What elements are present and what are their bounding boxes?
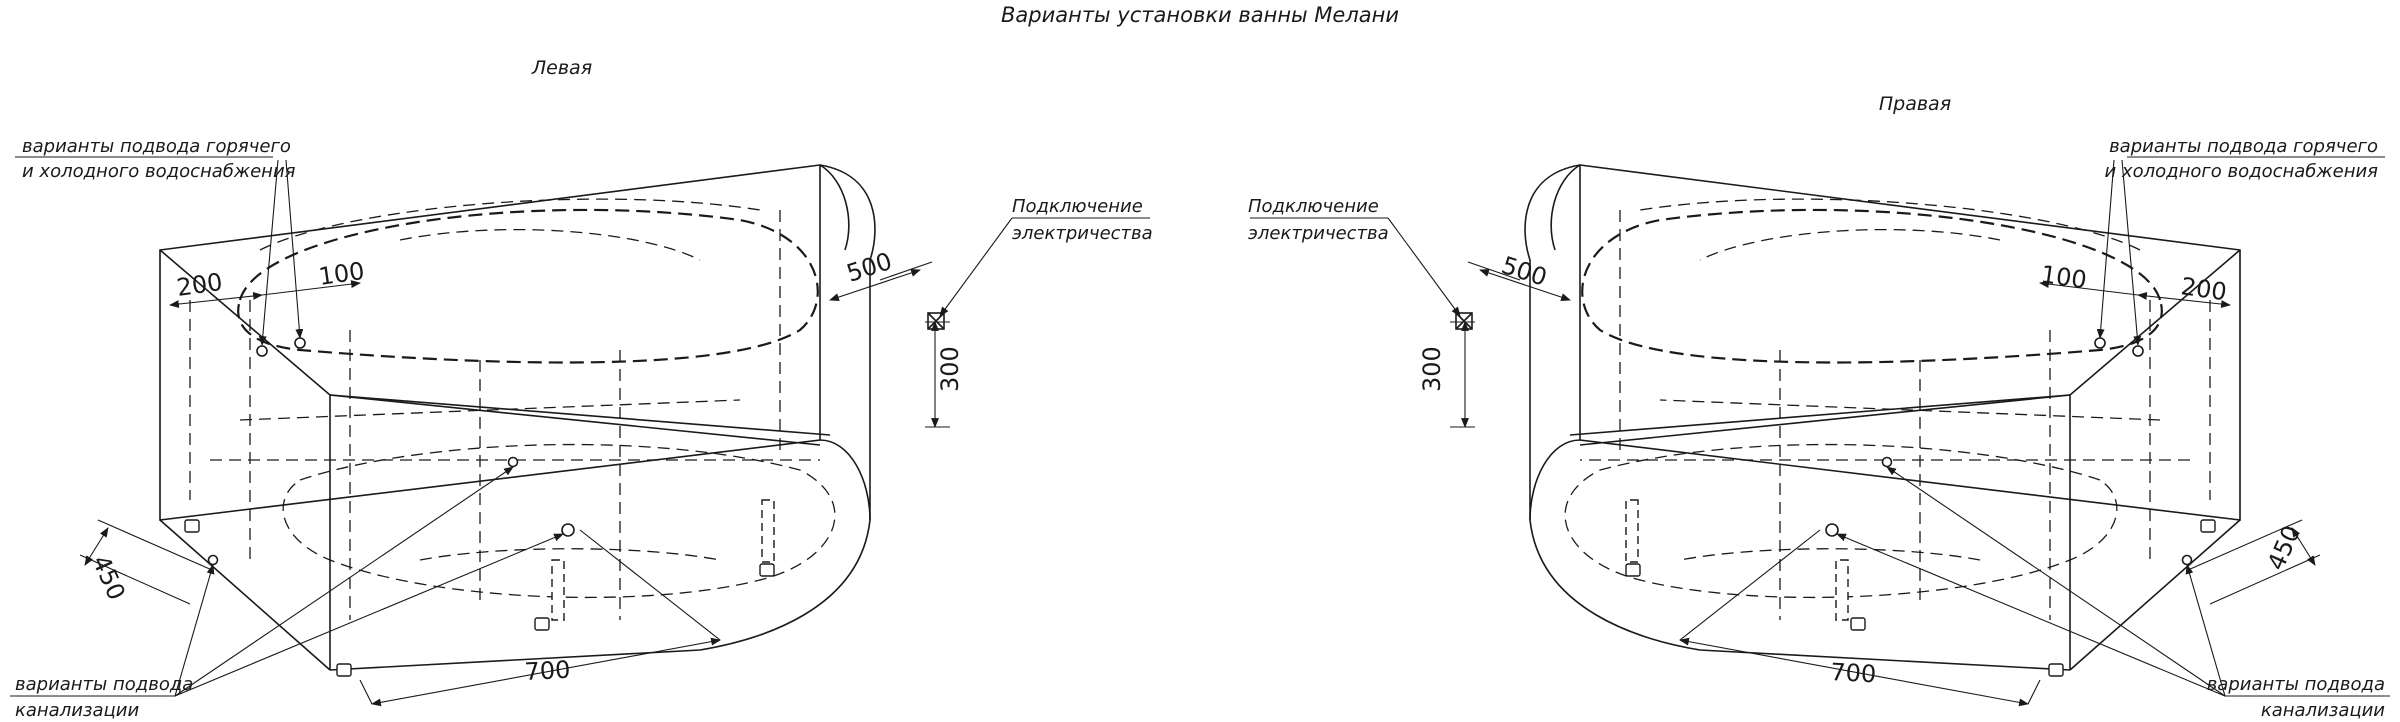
svg-text:Подключение: Подключение: [1012, 196, 1143, 217]
right-dim-450: 450: [2262, 521, 2306, 574]
right-tub-housing: [1524, 164, 2241, 671]
right-dim-700: 700: [1830, 658, 1877, 688]
left-power-connector-icon: [927, 312, 945, 330]
right-dim-300: 300: [1418, 346, 1446, 392]
left-dim-500: 500: [829, 247, 933, 301]
left-tub-feet: [184, 499, 775, 677]
left-tub-housing: [159, 164, 876, 671]
right-drain-note: варианты подвода канализации: [2207, 674, 2386, 721]
left-bathtub-view: Левая: [10, 57, 1153, 721]
svg-text:700: 700: [524, 656, 571, 686]
right-side-label: Правая: [1879, 93, 1951, 115]
svg-text:электричества: электричества: [1248, 223, 1389, 244]
left-drain-hole-1: [207, 554, 219, 566]
left-power-note: Подключение электричества: [939, 196, 1153, 317]
right-dim-200: 200: [2179, 272, 2228, 306]
left-drain-hole-2: [561, 523, 575, 537]
svg-text:варианты подвода: варианты подвода: [2207, 674, 2385, 695]
left-water-hole-2: [294, 337, 306, 349]
svg-text:варианты подвода горячего: варианты подвода горячего: [22, 136, 291, 157]
right-water-hole-2: [2094, 337, 2106, 349]
left-water-supply-note: варианты подвода горячего и холодного во…: [15, 136, 304, 346]
right-water-hole-1: [2132, 345, 2144, 357]
svg-text:и холодного водоснабжения: и холодного водоснабжения: [22, 161, 296, 182]
svg-text:300: 300: [936, 346, 964, 392]
left-drain-note: варианты подвода канализации: [10, 466, 564, 721]
svg-text:варианты подвода горячего: варианты подвода горячего: [2109, 136, 2378, 157]
right-water-supply-note: варианты подвода горячего и холодного во…: [2105, 136, 2379, 182]
right-power-connector-icon: [1455, 312, 1473, 330]
right-dim-100: 100: [2039, 260, 2088, 294]
svg-text:канализации: канализации: [2261, 700, 2385, 721]
left-drain-hole-3: [507, 456, 519, 468]
left-dim-300: 300: [925, 321, 964, 428]
right-tub-bowl: [1564, 198, 2211, 620]
right-drain-hole-1: [2181, 554, 2193, 566]
svg-text:электричества: электричества: [1012, 223, 1153, 244]
svg-text:100: 100: [317, 257, 366, 291]
right-tub-feet: [1625, 499, 2216, 677]
right-power-note: Подключение электричества: [1248, 196, 1389, 244]
diagram-title: Варианты установки ванны Мелани: [1001, 3, 1399, 27]
svg-text:Подключение: Подключение: [1248, 196, 1379, 217]
svg-text:канализации: канализации: [15, 700, 139, 721]
right-drain-hole-3: [1881, 456, 1893, 468]
right-drain-hole-2: [1825, 523, 1839, 537]
right-dim-500: 500: [1498, 251, 1550, 292]
left-water-hole-1: [256, 345, 268, 357]
svg-text:и холодного водоснабжения: и холодного водоснабжения: [2105, 161, 2379, 182]
left-dim-700: 700: [359, 529, 721, 707]
svg-text:200: 200: [175, 268, 224, 302]
svg-text:варианты подвода: варианты подвода: [15, 674, 193, 695]
svg-text:450: 450: [87, 551, 131, 604]
svg-text:500: 500: [843, 247, 895, 288]
right-bathtub-view: Правая: [1248, 93, 2390, 721]
left-tub-bowl: [189, 198, 836, 620]
left-dim-200: 200: [169, 268, 263, 308]
left-side-label: Левая: [531, 57, 592, 79]
left-dim-100: 100: [261, 257, 366, 296]
